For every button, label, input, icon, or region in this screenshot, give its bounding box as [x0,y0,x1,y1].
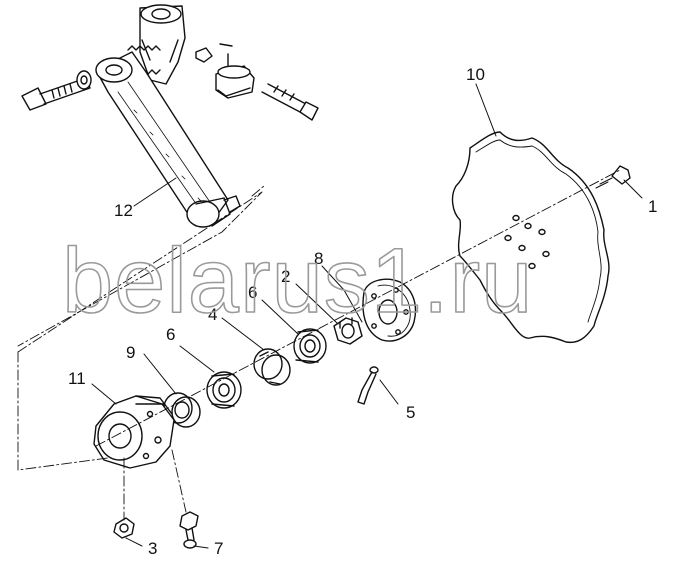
part-1-bolt [595,165,631,189]
part-5-cotter-pin [357,366,379,405]
part-6-bearing-inner [206,371,242,409]
assembly-axes [17,169,621,521]
callout-labels: 10 1 8 2 6 4 6 9 11 5 3 7 12 [68,65,657,558]
callout-7: 7 [214,539,223,558]
callout-3: 3 [148,539,157,558]
part-2-nut [333,317,363,345]
callout-10: 10 [466,65,485,84]
part-7-fitting [179,511,199,549]
callout-9: 9 [126,343,135,362]
callout-11: 11 [68,369,86,388]
callout-12: 12 [114,201,133,220]
part-3-nipple [113,517,135,539]
part-10-disc [451,131,610,344]
part-8-flange [362,278,417,342]
part-4-snap-ring [253,348,291,386]
callout-4: 4 [208,305,217,324]
part-12-arm-assembly [21,4,319,228]
callout-5: 5 [406,403,415,422]
part-6-bearing-outer [293,328,327,364]
callout-6-upper: 6 [248,283,257,302]
watermark-text: belarus1.ru [62,230,533,332]
callout-8: 8 [314,249,323,268]
callout-2: 2 [281,267,290,286]
part-11-hub [93,395,175,469]
leader-lines [91,83,643,549]
callout-1: 1 [648,197,657,216]
callout-6-lower: 6 [166,325,175,344]
